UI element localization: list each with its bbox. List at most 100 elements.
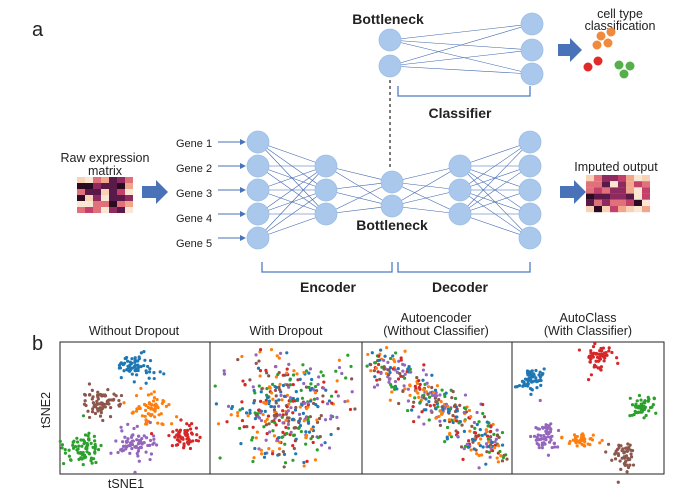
heatmap-cell: [642, 181, 650, 188]
tsne-point: [119, 425, 123, 429]
tsne-point: [143, 414, 147, 418]
tsne-point: [302, 460, 306, 465]
tsne-point: [422, 396, 426, 400]
tsne-point: [489, 446, 493, 451]
tsne-point: [324, 388, 328, 392]
tsne-point: [291, 373, 296, 377]
tsne-point: [598, 441, 602, 445]
tsne-point: [144, 450, 148, 454]
network-nodes: [246, 12, 544, 250]
heatmap-cell: [626, 181, 634, 188]
tsne-point: [265, 371, 269, 375]
tsne-point: [256, 366, 261, 370]
tsne-point: [488, 455, 492, 459]
heatmap-cell: [101, 201, 109, 207]
tsne-point: [583, 444, 587, 448]
heatmap-cell: [618, 175, 626, 182]
tsne-point: [340, 371, 344, 376]
tsne-point: [417, 378, 421, 383]
tsne-point: [427, 399, 431, 404]
tsne-point: [149, 414, 153, 418]
tsne-point: [484, 442, 489, 446]
tsne-point: [152, 371, 156, 375]
tsne-point: [607, 346, 611, 350]
tsne-point: [465, 442, 469, 446]
tsne-point: [137, 459, 141, 463]
tsne-point: [86, 443, 90, 447]
tsne-point: [628, 463, 632, 467]
network-node: [448, 178, 472, 202]
tsne-point: [421, 368, 426, 372]
tsne-point: [109, 398, 113, 402]
tsne-point: [87, 382, 92, 386]
tsne-point: [619, 444, 623, 448]
tsne-point: [190, 422, 194, 426]
tsne-title-4-line1: AutoClass: [560, 311, 617, 325]
tsne-point: [291, 458, 295, 462]
tsne-point: [259, 418, 264, 423]
tsne-point: [323, 418, 328, 422]
tsne-point: [428, 404, 432, 408]
heatmap-cell: [594, 175, 602, 182]
tsne-point: [578, 438, 583, 442]
tsne-point: [392, 358, 396, 362]
tsne-point: [493, 446, 497, 450]
tsne-point: [96, 448, 101, 452]
tsne-point: [553, 445, 557, 449]
tsne-point: [389, 382, 393, 387]
tsne-point: [369, 369, 373, 373]
tsne-point: [294, 452, 298, 456]
tsne-point: [295, 372, 299, 376]
tsne-point: [330, 401, 334, 405]
tsne-point: [486, 424, 490, 428]
tsne-point: [616, 480, 620, 484]
tsne-point: [640, 410, 644, 414]
tsne-point: [630, 448, 635, 453]
tsne-point: [372, 385, 377, 389]
tsne-point: [278, 388, 282, 392]
tsne-point: [186, 442, 191, 446]
tsne-point: [433, 396, 438, 400]
raw-label-line1: Raw expression: [61, 151, 150, 165]
heatmap-cell: [610, 199, 618, 206]
tsne-point: [316, 405, 320, 409]
network-edge: [389, 65, 533, 75]
tsne-point: [373, 361, 378, 365]
tsne-point: [268, 430, 272, 434]
tsne-point: [416, 391, 420, 395]
tsne-point: [277, 404, 281, 408]
tsne-point: [301, 411, 305, 416]
tsne-point: [441, 407, 445, 411]
tsne-point: [444, 391, 448, 395]
tsne-point: [84, 455, 88, 459]
tsne-point: [316, 382, 320, 387]
heatmap-cell: [101, 195, 109, 201]
tsne-point: [190, 432, 194, 436]
tsne-point: [259, 448, 263, 452]
tsne-point: [481, 445, 485, 449]
tsne-point: [471, 440, 475, 444]
tsne-point: [523, 377, 528, 381]
heatmap-cell: [85, 183, 93, 189]
tsne-point: [438, 423, 443, 428]
tsne-point: [395, 387, 399, 391]
tsne-point: [81, 450, 85, 455]
output-arrow: [560, 180, 586, 204]
tsne-point: [475, 452, 479, 456]
tsne-point: [652, 397, 656, 401]
tsne-point: [528, 375, 532, 380]
tsne-point: [93, 442, 97, 447]
tsne-point: [240, 418, 245, 423]
tsne-point: [315, 418, 319, 422]
tsne-point: [321, 400, 325, 404]
tsne-point: [595, 355, 600, 359]
tsne-point: [77, 444, 81, 448]
tsne-point: [83, 399, 87, 403]
tsne-ylabel: tSNE2: [39, 392, 53, 428]
heatmap-cell: [101, 183, 109, 189]
tsne-point: [164, 404, 168, 408]
tsne-point: [157, 413, 161, 417]
tsne-point: [76, 451, 80, 455]
tsne-point: [122, 401, 126, 405]
